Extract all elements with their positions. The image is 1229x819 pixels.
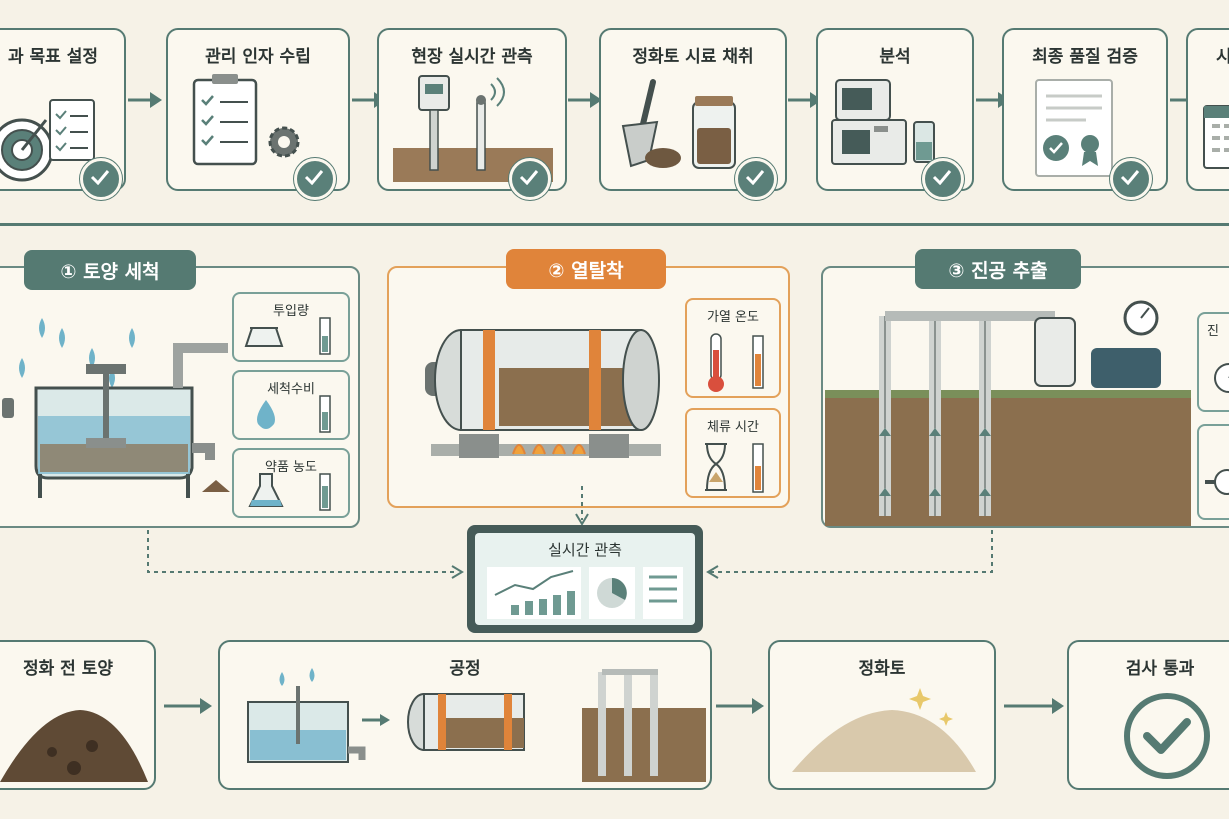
flow-label: 검사 통과 [1125,659,1195,679]
step-sample-collection: 정화토 시료 채취 [599,28,787,200]
check-icon [922,158,964,200]
arrow-right-icon [128,92,162,108]
lab-analyzer-icon [831,79,935,165]
trowel-sample-jar-icon [621,79,736,169]
flask-icon [248,473,331,511]
dashboard-chart-icon [487,567,683,619]
section-soil-washing: 투입량 세척수비 약품 농도 [0,266,360,528]
step-label: 시 [1216,47,1229,67]
target-checklist-icon [0,99,95,182]
step-management-factors: 관리 인자 수립 [166,28,350,200]
param-heating-temperature: 가열 온도 [685,298,781,398]
step-label: 관리 인자 수립 [205,47,311,67]
clean-soil-pile-icon [792,688,976,772]
check-icon [1110,158,1152,200]
flow-inspection-passed: 검사 통과 [1067,640,1229,790]
step-label: 분석 [879,47,911,67]
flow-process: 공정 [218,640,712,790]
step-field-monitoring: 현장 실시간 관측 [377,28,567,200]
step-label: 최종 품질 검증 [1032,47,1138,67]
monitor-title: 실시간 관측 [548,541,622,559]
check-icon [80,158,122,200]
water-drop-icon [257,395,331,433]
step-goal-setting: 과 목표 설정 [0,28,126,200]
clipboard-gear-icon [192,74,300,166]
param-label: 가열 온도 [707,310,759,325]
flow-soil-before: 정화 전 토양 [0,640,156,790]
monitor-screen: 실시간 관측 [475,533,695,625]
process-mini-illustration [247,668,706,782]
rotary-kiln-illustration [425,329,661,458]
arrow-right-icon [568,92,602,108]
section-title-vacuum-extraction: ③ 진공 추출 [915,249,1081,289]
section-vacuum-extraction: 진 [821,266,1229,528]
param-chemical-concentration: 약품 농도 [232,448,350,518]
check-icon [509,158,551,200]
washing-tank-illustration [2,318,230,498]
param-label: 체류 시간 [707,420,759,435]
step-label: 정화토 시료 채취 [632,47,754,67]
calendar-icon [1203,105,1229,169]
section-title-thermal-desorption: ② 열탈착 [506,249,666,289]
param-residence-time: 체류 시간 [685,408,781,498]
flow-label: 정화토 [858,659,906,679]
hourglass-icon [705,443,764,493]
arrow-right-icon [1004,698,1064,714]
step-analysis: 분석 [816,28,974,200]
contaminated-soil-pile-icon [0,710,148,782]
thermometer-icon [708,333,764,392]
flow-remediated-soil: 정화토 [768,640,996,790]
section-thermal-desorption: 가열 온도 체류 시간 [387,266,790,508]
section-title-soil-washing: ① 토양 세척 [24,250,196,290]
step-label: 과 목표 설정 [7,47,99,67]
param-input-amount: 투입량 [232,292,350,362]
param-label: 투입량 [273,304,309,319]
arrow-right-icon [716,698,764,714]
check-icon [735,158,777,200]
flow-meter-icon [1205,469,1229,495]
realtime-monitor: 실시간 관측 [467,525,703,633]
scale-icon [244,317,331,355]
param-flow [1197,424,1229,520]
step-schedule: 시 [1186,28,1229,191]
check-icon [294,158,336,200]
certificate-icon [1035,79,1113,177]
pass-check-icon [1124,693,1210,779]
step-final-quality: 최종 품질 검증 [1002,28,1168,200]
step-label: 현장 실시간 관측 [411,47,533,67]
section-divider [0,223,1229,226]
arrow-right-icon [164,698,212,714]
param-label: 약품 농도 [265,460,317,475]
param-wash-ratio: 세척수비 [232,370,350,440]
param-label: 진 [1207,324,1219,339]
flow-label: 공정 [449,659,481,679]
gauge-icon [1214,363,1229,393]
param-label: 세척수비 [267,382,315,397]
vacuum-extraction-illustration [825,300,1191,526]
flow-label: 정화 전 토양 [22,659,114,679]
param-vacuum-pressure: 진 [1197,312,1229,412]
